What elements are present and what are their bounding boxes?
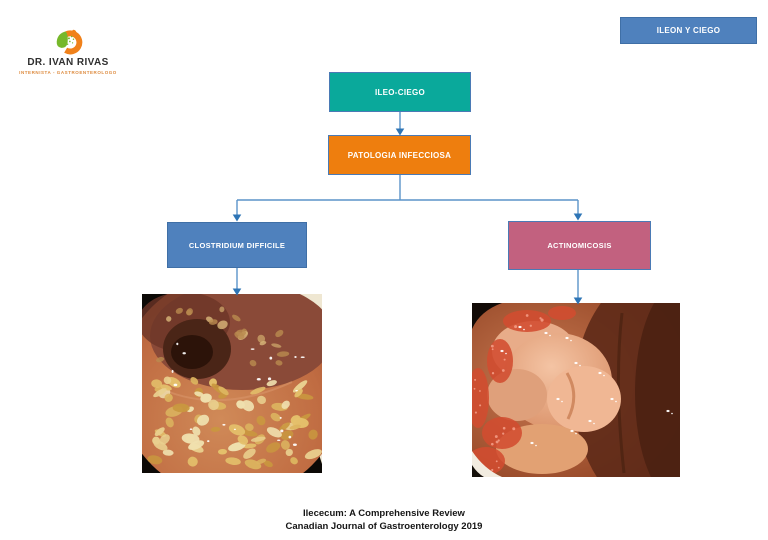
arrowhead-child0: [232, 214, 242, 222]
flow-box-level2-label: PATOLOGIA INFECCIOSA: [347, 150, 452, 160]
endoscopy-clostridium-svg: [142, 294, 322, 473]
stomach-logo-icon: [56, 29, 82, 55]
endoscopy-image-actinomicosis: [472, 303, 680, 477]
slide-tag-box: ILEON Y CIEGO: [620, 17, 757, 44]
logo: DR. IVAN RIVAS INTERNISTA - GASTROENTERO…: [18, 27, 118, 75]
flow-box-child1-label: ACTINOMICOSIS: [547, 241, 612, 250]
footer-journal: Canadian Journal of Gastroenterology 201…: [285, 520, 483, 532]
flow-box-actinomicosis: ACTINOMICOSIS: [508, 221, 651, 270]
footer-citation: Ilececum: A Comprehensive Review Canadia…: [0, 508, 768, 533]
endoscopy-actinomicosis-svg: [472, 303, 680, 477]
plaques-group: [147, 306, 322, 470]
flow-box-root-label: ILEO-CIEGO: [374, 87, 426, 97]
slide-tag-label: ILEON Y CIEGO: [656, 26, 721, 35]
logo-subtitle: INTERNISTA - GASTROENTEROLOGO: [19, 69, 117, 75]
flow-box-clostridium-difficile: CLOSTRIDIUM DIFFICILE: [167, 222, 307, 268]
connector-branch: [237, 175, 578, 201]
flow-box-ileo-ciego: ILEO-CIEGO: [329, 72, 471, 112]
footer-title: Ilececum: A Comprehensive Review: [303, 508, 465, 519]
endoscopy-image-clostridium: [142, 294, 322, 473]
flow-box-patologia-infecciosa: PATOLOGIA INFECCIOSA: [328, 135, 471, 175]
logo-name: DR. IVAN RIVAS: [27, 57, 109, 68]
flow-box-child0-label: CLOSTRIDIUM DIFFICILE: [188, 240, 286, 250]
specular-glints-group: [171, 342, 305, 447]
arrowhead-child1: [573, 213, 583, 221]
specular-glints-group: [500, 325, 673, 447]
red-speckle-group: [473, 314, 544, 472]
